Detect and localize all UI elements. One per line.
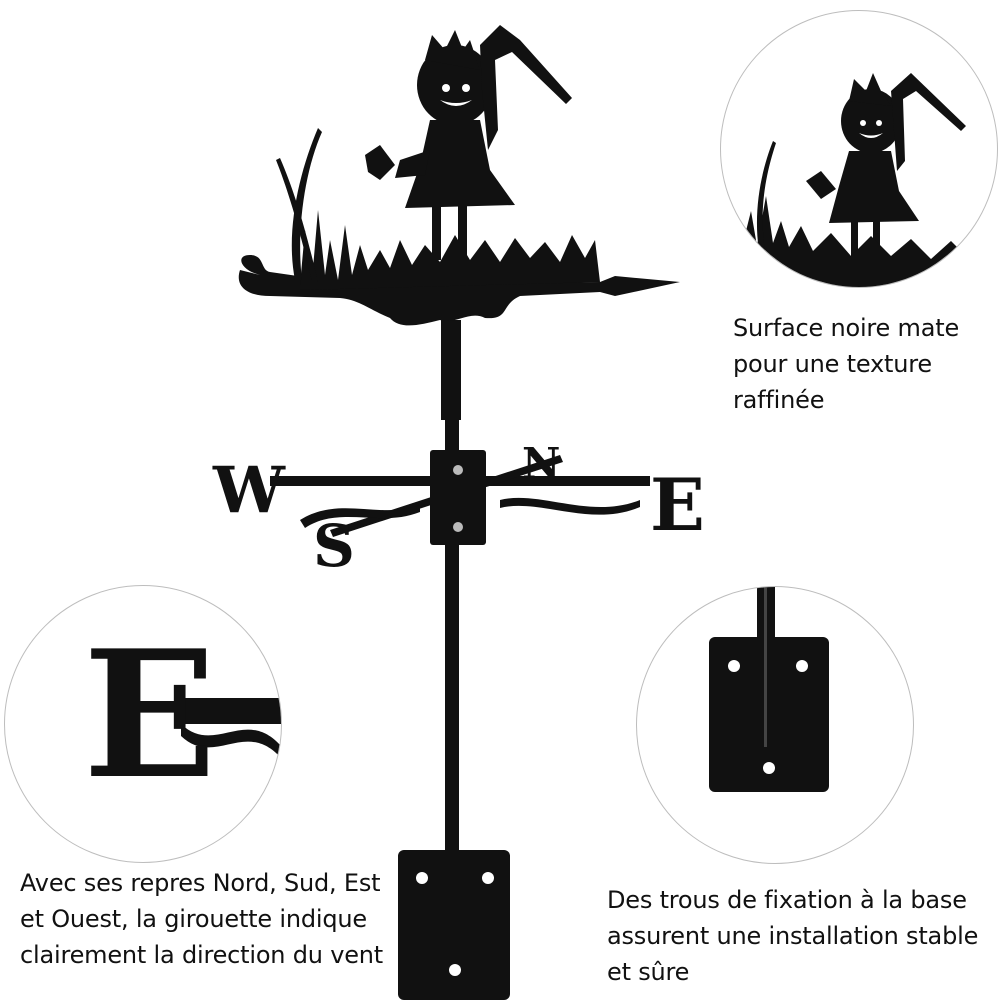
compass-letter-east: E bbox=[650, 462, 705, 547]
girl-silhouette bbox=[365, 25, 572, 260]
mounting-caption-line-2: assurent une installation stable bbox=[607, 922, 979, 950]
compass-arms bbox=[270, 450, 650, 545]
finish-caption-line-1: Surface noire mate bbox=[733, 314, 960, 342]
finish-caption-line-3: raffinée bbox=[733, 386, 825, 414]
direction-zoom-detail: E bbox=[83, 613, 281, 818]
mounting-plate bbox=[398, 850, 510, 1000]
directions-caption-line-2: et Ouest, la girouette indique bbox=[20, 905, 367, 933]
compass-letter-north: N bbox=[522, 439, 560, 488]
directions-caption: Avec ses repres Nord, Sud, Est et Ouest,… bbox=[20, 865, 383, 973]
finish-zoom-circle bbox=[720, 10, 998, 288]
compass-letter-south: S bbox=[313, 512, 355, 580]
finish-zoom-detail bbox=[721, 73, 997, 287]
compass-letter-west: W bbox=[212, 453, 286, 528]
mounting-zoom-circle bbox=[636, 586, 914, 864]
direction-zoom-circle: E bbox=[4, 585, 282, 863]
finish-caption: Surface noire mate pour une texture raff… bbox=[733, 310, 959, 418]
mounting-caption-line-3: et sûre bbox=[607, 958, 690, 986]
finish-caption-line-2: pour une texture bbox=[733, 350, 932, 378]
mounting-zoom-detail bbox=[709, 587, 829, 792]
directions-caption-line-3: clairement la direction du vent bbox=[20, 941, 384, 969]
mounting-caption-line-1: Des trous de fixation à la base bbox=[607, 886, 967, 914]
directions-caption-line-1: Avec ses repres Nord, Sud, Est bbox=[20, 869, 381, 897]
mounting-caption: Des trous de fixation à la base assurent… bbox=[607, 882, 978, 990]
weathervane-pole bbox=[441, 320, 461, 420]
direction-zoom-letter: E bbox=[83, 613, 216, 818]
arrow-grass-base bbox=[238, 128, 680, 326]
